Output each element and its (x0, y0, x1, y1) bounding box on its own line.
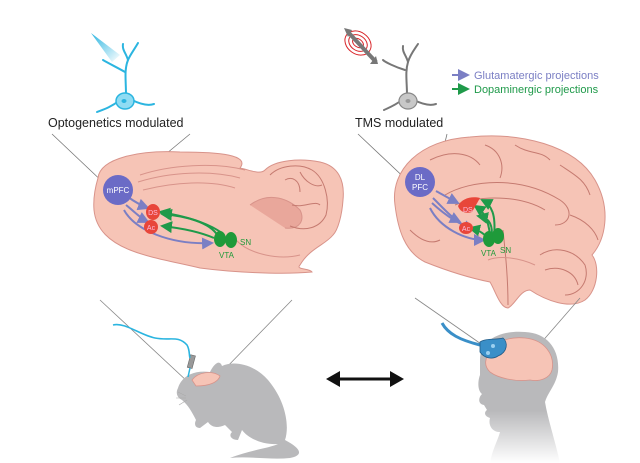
rat-brain-sagittal (93, 151, 344, 274)
optic-fiber-tip (187, 367, 191, 378)
sn-label: SN (240, 238, 251, 247)
optogenetics-title: Optogenetics modulated (48, 116, 184, 130)
vta-label: VTA (481, 249, 497, 258)
tms-coil-icon (440, 322, 507, 359)
legend: Glutamatergic projections Dopaminergic p… (452, 69, 599, 96)
rat-silhouette (176, 362, 300, 459)
pointer-line (414, 297, 485, 347)
dlpfc-region (405, 167, 435, 197)
dlpfc-label-line2: PFC (412, 183, 428, 192)
sn-label: SN (500, 246, 511, 255)
light-beam-icon (91, 33, 120, 62)
ac-label: Ac (462, 226, 471, 233)
tms-neuron-icon (382, 43, 437, 111)
tms-coil-field-icon (344, 28, 378, 64)
ds-label: DS (463, 207, 473, 214)
ds-region (458, 197, 480, 213)
ds-region (146, 204, 160, 220)
tms-title: TMS modulated (355, 116, 443, 130)
mpfc-region (103, 175, 133, 205)
vta-region (214, 231, 226, 247)
mpfc-label: mPFC (107, 186, 130, 195)
vta-label: VTA (219, 251, 235, 260)
pointer-line (99, 299, 189, 383)
rat-brain-exposed (191, 372, 221, 387)
ds-label: DS (148, 210, 158, 217)
ac-region (144, 220, 158, 234)
pointer-line (221, 299, 293, 373)
vta-region (483, 231, 495, 247)
pointer-line (539, 297, 581, 345)
legend-glutamatergic-label: Glutamatergic projections (474, 70, 599, 82)
translation-bidirectional-arrow-icon (326, 371, 404, 387)
legend-dopaminergic-label: Dopaminergic projections (474, 84, 599, 96)
sn-region (225, 232, 237, 248)
dlpfc-label-line1: DL (415, 173, 426, 182)
rat-dopaminergic-projections (158, 207, 223, 239)
ac-label: Ac (147, 225, 156, 232)
sn-region (492, 228, 504, 244)
optic-fiber-cable (112, 323, 191, 359)
human-brain-sagittal (393, 135, 606, 309)
optic-fiber-cannula-icon (186, 354, 196, 369)
optogenetics-neuron-icon (91, 33, 155, 113)
ac-region (459, 222, 473, 234)
